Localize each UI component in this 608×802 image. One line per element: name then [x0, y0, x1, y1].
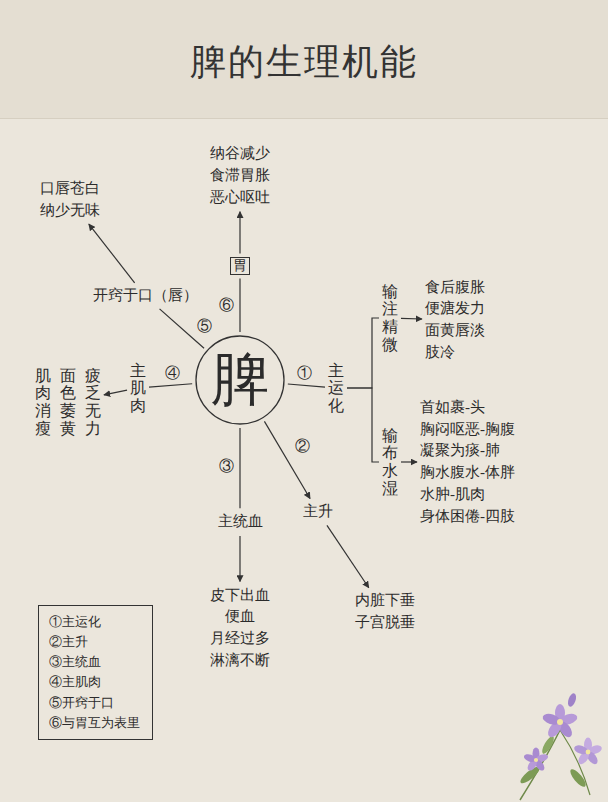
flower: [541, 704, 578, 740]
callout-number: ⑥: [218, 297, 235, 314]
node-text: 皮下出血 便血 月经过多 淋漓不断: [210, 585, 270, 672]
organ-box: 胃: [230, 257, 250, 276]
organ-circle: 脾: [195, 335, 285, 425]
node-text: 主升: [303, 501, 333, 523]
connector: [288, 384, 325, 387]
node-text: 主运化: [328, 362, 344, 415]
node-text: ⑤开窍于口: [49, 693, 140, 713]
node-text: ①主运化: [49, 612, 140, 632]
callout-number: ⑤: [196, 318, 213, 335]
node-text: ②主升: [49, 632, 140, 652]
function-label: 开窍于口（唇）: [93, 285, 198, 307]
function-label: 主统血: [218, 511, 263, 533]
callout-number: ②: [294, 438, 311, 455]
node-text: 肌肉消瘦: [35, 367, 51, 437]
node-text: 首如裹-头 胸闷呕恶-胸腹 凝聚为痰-肺 胸水腹水-体胖 水肿-肌肉 身体困倦-…: [420, 397, 515, 528]
connector: [401, 318, 422, 320]
connector: [401, 461, 417, 462]
node-text: 主统血: [218, 511, 263, 533]
node-text: ④主肌肉: [49, 672, 140, 692]
connector: [239, 536, 240, 582]
flower-center: [586, 750, 591, 755]
symptom-columns: 疲乏无力面色萎黄肌肉消瘦: [35, 367, 101, 437]
node-text: 面色萎黄: [60, 367, 76, 437]
callout-number: ①: [296, 365, 313, 382]
node-text: ⑥与胃互为表里: [49, 713, 140, 733]
node-text: ③主统血: [49, 652, 140, 672]
node-text: 胃: [233, 258, 247, 275]
connector: [149, 384, 192, 387]
stem: [520, 730, 560, 800]
flower: [523, 747, 549, 772]
node-text: 脾: [211, 351, 269, 409]
connector: [104, 390, 127, 395]
function-label: 主肌肉: [130, 362, 146, 415]
connector: [347, 318, 379, 388]
callout-number: ③: [218, 458, 235, 475]
symptom-list: 食后腹胀 便溏发力 面黄唇淡 肢冷: [425, 277, 485, 364]
key-box: ①主运化②主升③主统血④主肌肉⑤开窍于口⑥与胃互为表里: [38, 605, 153, 740]
function-label: 主运化: [328, 362, 344, 415]
node-text: 疲乏无力: [85, 367, 101, 437]
callout-number: ④: [164, 365, 181, 382]
title: 脾的生理机能: [0, 38, 608, 87]
circle-outline: [196, 336, 284, 424]
node-text: 食后腹胀 便溏发力 面黄唇淡 肢冷: [425, 277, 485, 364]
symptom-list: 内脏下垂 子宫脱垂: [355, 590, 415, 634]
symptom-list: 皮下出血 便血 月经过多 淋漓不断: [210, 585, 270, 672]
connector: [239, 428, 240, 508]
symptom-list: 纳谷减少 食滞胃胀 恶心呕吐: [210, 143, 270, 208]
bud: [566, 692, 577, 708]
flower-decoration: [518, 692, 603, 800]
connector: [327, 525, 369, 587]
function-label: 主升: [303, 501, 333, 523]
node-text: 主肌肉: [130, 362, 146, 415]
node-text: 输布水湿: [382, 427, 398, 497]
node-text: 纳谷减少 食滞胃胀 恶心呕吐: [210, 143, 270, 208]
connector: [239, 212, 240, 254]
connector: [264, 421, 310, 498]
sub-function-label: 输布水湿: [382, 427, 398, 497]
symptom-list: 首如裹-头 胸闷呕恶-胸腹 凝聚为痰-肺 胸水腹水-体胖 水肿-肌肉 身体困倦-…: [420, 397, 515, 528]
connector: [347, 388, 379, 462]
connector: [239, 278, 240, 332]
node-text: 开窍于口（唇）: [93, 285, 198, 307]
node-text: 内脏下垂 子宫脱垂: [355, 590, 415, 634]
flower: [573, 738, 603, 766]
sub-function-label: 输注精微: [382, 283, 398, 353]
connector: [89, 224, 135, 283]
symptom-list: 口唇苍白 纳少无味: [40, 178, 100, 222]
node-text: 输注精微: [382, 283, 398, 353]
flower-center: [557, 719, 563, 725]
flower-center: [534, 758, 538, 762]
leaf: [540, 735, 556, 756]
leaf: [568, 767, 588, 789]
node-text: 口唇苍白 纳少无味: [40, 178, 100, 222]
